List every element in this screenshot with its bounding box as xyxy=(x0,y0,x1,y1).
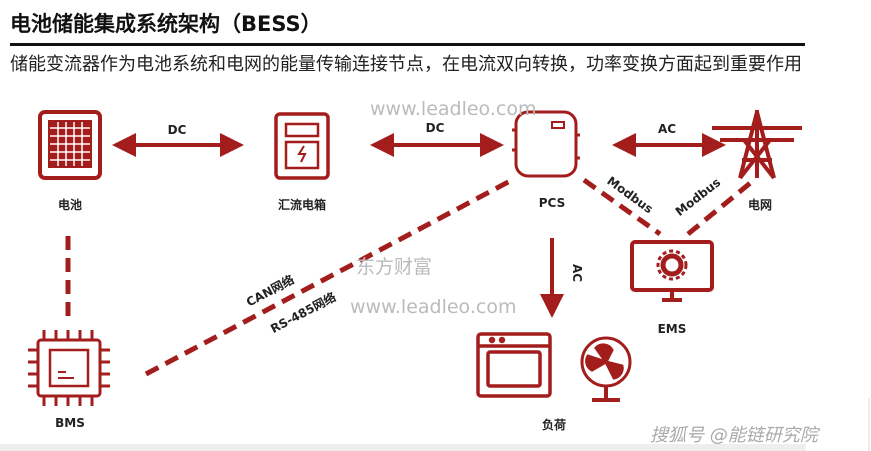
bms-label: BMS xyxy=(55,416,85,430)
pcs-icon xyxy=(512,110,580,178)
page-title: 电池储能集成系统架构（BESS） xyxy=(10,12,322,36)
load-label: 负荷 xyxy=(541,418,566,432)
can-rs485-link xyxy=(144,177,514,377)
watermark: www.leadleo.com xyxy=(370,98,537,120)
ac-label-load: AC xyxy=(570,263,584,283)
ac-label-grid: AC xyxy=(657,122,677,136)
combiner-label: 汇流电箱 xyxy=(277,198,326,212)
battery-label: 电池 xyxy=(57,198,82,212)
dc-label-1: DC xyxy=(167,123,187,137)
battery-icon xyxy=(38,110,102,180)
title-divider xyxy=(10,43,805,46)
bms-chip-icon xyxy=(28,330,110,406)
oven-load-icon xyxy=(476,332,552,398)
watermark: 东方财富 xyxy=(356,256,433,278)
sohu-watermark: 搜狐号 @能链研究院 xyxy=(650,425,818,446)
edge-line xyxy=(868,398,870,451)
ems-monitor-icon xyxy=(630,240,714,302)
power-tower-icon xyxy=(712,110,802,180)
combiner-box-icon xyxy=(274,112,330,180)
modbus-grid-link xyxy=(686,178,756,236)
dc-label-2: DC xyxy=(425,121,445,135)
fan-load-icon xyxy=(580,336,632,402)
description: 储能变流器作为电池系统和电网的能量传输连接节点，在电流双向转换，功率变换方面起到… xyxy=(10,54,802,75)
ems-label: EMS xyxy=(657,322,687,336)
watermark: www.leadleo.com xyxy=(350,296,517,318)
grid-label: 电网 xyxy=(747,198,772,212)
pcs-label: PCS xyxy=(538,196,566,210)
modbus-pcs-link xyxy=(582,177,662,237)
bottom-bar xyxy=(0,444,806,451)
